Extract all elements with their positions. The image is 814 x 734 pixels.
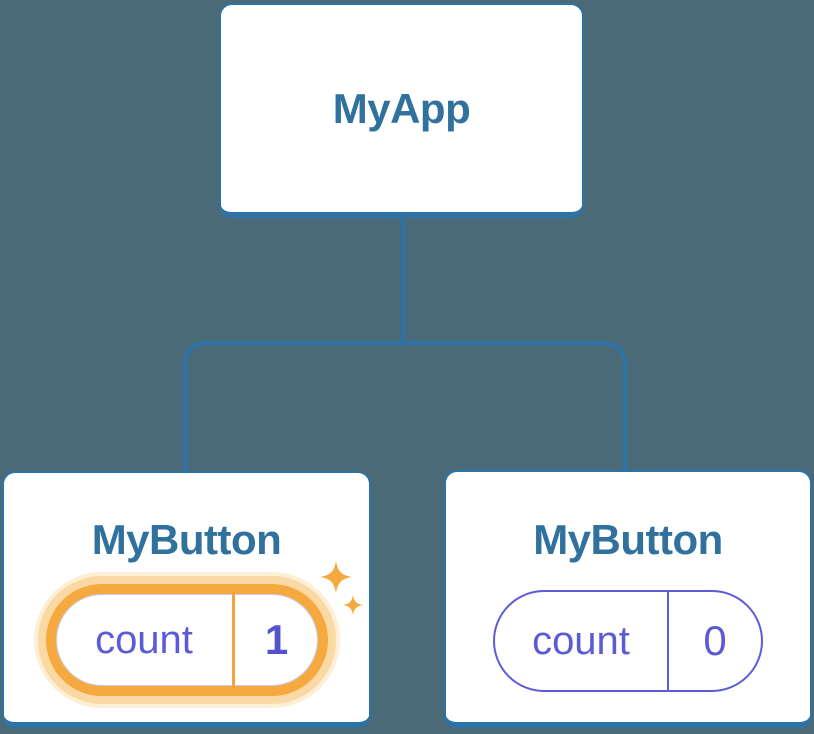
node-title: MyButton: [533, 516, 723, 563]
node-title: MyApp: [332, 84, 471, 132]
sparkles-icon: [320, 561, 363, 615]
component-node-child-left: MyButton count 1: [2, 471, 371, 728]
state-pill: count 0: [493, 590, 763, 692]
state-value: 0: [703, 617, 727, 664]
state-value: 1: [264, 616, 289, 663]
component-node-child-right: MyButton count 0: [444, 470, 812, 728]
state-pill-highlighted: count 1: [46, 584, 328, 696]
pill-divider: [667, 592, 669, 690]
state-key-label: count: [532, 618, 630, 663]
pill-divider: [232, 594, 235, 686]
node-title: MyButton: [91, 516, 282, 563]
component-node-root: MyApp: [219, 3, 584, 218]
state-key-label: count: [95, 617, 193, 662]
